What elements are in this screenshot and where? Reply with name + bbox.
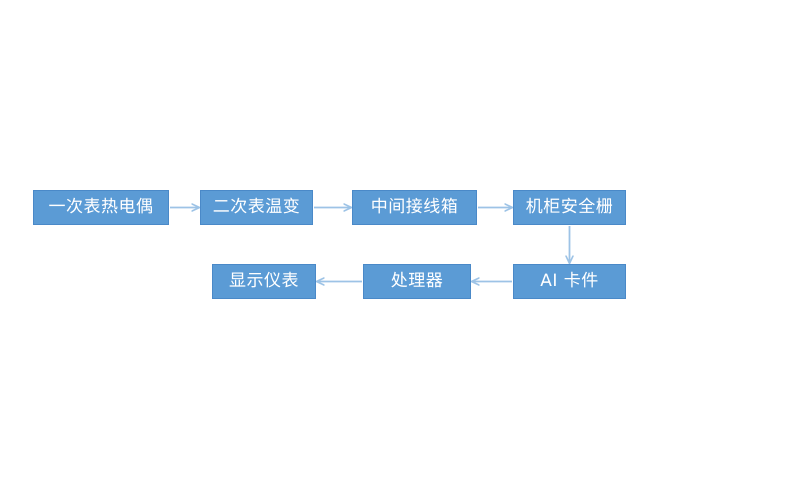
node-secondary-transmitter[interactable]: 二次表温变 — [200, 190, 313, 225]
node-label: 中间接线箱 — [370, 197, 459, 217]
node-label: AI 卡件 — [540, 271, 599, 291]
node-ai-card[interactable]: AI 卡件 — [513, 264, 626, 299]
node-label: 机柜安全栅 — [525, 197, 614, 217]
node-label: 显示仪表 — [229, 271, 299, 291]
node-primary-thermocouple[interactable]: 一次表热电偶 — [33, 190, 169, 225]
node-display-instrument[interactable]: 显示仪表 — [212, 264, 316, 299]
node-label: 处理器 — [390, 271, 444, 291]
node-junction-box[interactable]: 中间接线箱 — [352, 190, 477, 225]
node-label: 一次表热电偶 — [48, 197, 154, 217]
node-cabinet-safety-barrier[interactable]: 机柜安全栅 — [513, 190, 626, 225]
node-processor[interactable]: 处理器 — [363, 264, 471, 299]
node-label: 二次表温变 — [212, 197, 301, 217]
